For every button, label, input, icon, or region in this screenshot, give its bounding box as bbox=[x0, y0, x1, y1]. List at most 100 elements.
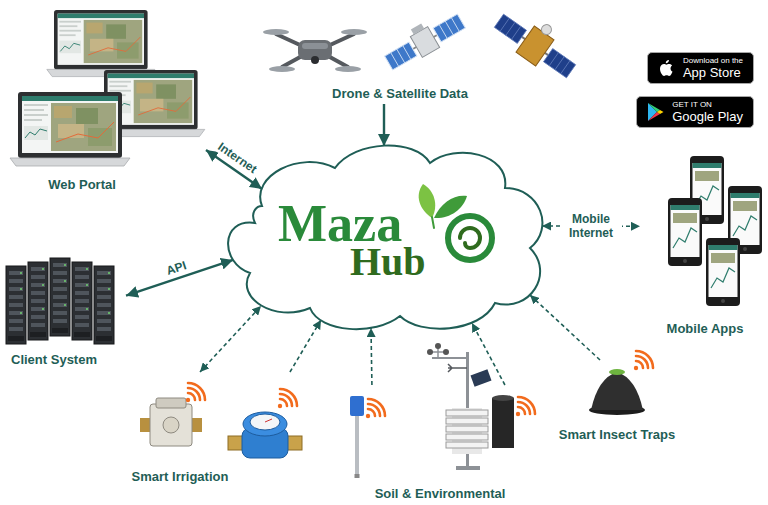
text-slot: Smart Insect Traps bbox=[559, 425, 675, 443]
drone bbox=[263, 29, 367, 72]
text-slot: Soil & Environmental bbox=[375, 484, 506, 502]
text-slot: Drone & Satellite Data bbox=[332, 84, 468, 102]
drone-part bbox=[276, 34, 354, 67]
badge-text: GET IT ON bbox=[672, 100, 743, 109]
hub-cloud: MazaHub bbox=[220, 138, 552, 334]
weather-station bbox=[427, 343, 514, 470]
wireless-symbol bbox=[278, 389, 297, 408]
satellite-part bbox=[549, 53, 558, 66]
satellite-part bbox=[544, 49, 576, 78]
logo-stem bbox=[432, 217, 434, 228]
soil-probe-part bbox=[355, 416, 359, 478]
node-label: Mobile Apps bbox=[667, 321, 744, 336]
satellite-part bbox=[561, 61, 570, 74]
connector bbox=[290, 320, 321, 372]
satellite-part bbox=[445, 21, 453, 35]
store-icon-part bbox=[648, 112, 660, 121]
insect-trap-group: Smart Insect Traps bbox=[552, 360, 685, 445]
drone-part bbox=[341, 29, 367, 35]
weather-station-part bbox=[446, 418, 488, 424]
satellite-part bbox=[540, 23, 554, 37]
drone-part bbox=[311, 56, 319, 64]
satellite-part bbox=[391, 53, 399, 67]
soil-environment-group: Soil & Environmental bbox=[340, 385, 530, 504]
data-source-group: Drone & Satellite Data bbox=[258, 2, 582, 104]
laptop bbox=[47, 10, 155, 77]
satellite bbox=[490, 0, 586, 84]
irrigation-valve-part bbox=[150, 404, 192, 446]
store-icon-part bbox=[660, 64, 672, 76]
satellite-part bbox=[494, 14, 526, 43]
soil-probe-part bbox=[350, 396, 364, 416]
connector-label: API bbox=[163, 258, 190, 279]
satellite-part bbox=[500, 18, 509, 31]
node-label: Drone & Satellite Data bbox=[332, 86, 468, 101]
text-slot: Client System bbox=[11, 350, 97, 368]
connector bbox=[200, 306, 261, 372]
logo-leaf bbox=[419, 184, 436, 218]
cloud-outline bbox=[228, 146, 542, 330]
irrigation-valve bbox=[140, 398, 202, 446]
satellite-part bbox=[397, 49, 405, 63]
store-icon-part bbox=[666, 60, 669, 63]
text-slot: Hub bbox=[350, 242, 426, 282]
laptop bbox=[10, 92, 130, 166]
weather-station-part bbox=[446, 434, 488, 440]
drone-part bbox=[263, 29, 289, 35]
satellite-part bbox=[512, 26, 521, 39]
water-meter-part bbox=[265, 419, 272, 422]
node-label: Web Portal bbox=[48, 177, 116, 192]
irrigation-valve-part bbox=[163, 417, 179, 433]
weather-station-part bbox=[492, 395, 514, 401]
soil-probe bbox=[350, 396, 364, 478]
store-icon bbox=[643, 100, 667, 124]
laptops bbox=[10, 10, 205, 166]
satellite-part bbox=[433, 14, 465, 42]
connector-label: Mobile Internet bbox=[560, 212, 622, 240]
app-store-badge: Download on theApp Store bbox=[647, 52, 754, 84]
satellite bbox=[380, 5, 468, 73]
server-rack bbox=[28, 262, 48, 340]
irrigation-group: Smart Irrigation bbox=[120, 372, 308, 487]
store-icon bbox=[654, 56, 678, 80]
insect-trap-part bbox=[591, 372, 643, 410]
mobile-apps-group: Mobile Apps bbox=[640, 150, 766, 339]
google-play-badge: GET IT ONGoogle Play bbox=[636, 96, 754, 128]
server-racks bbox=[6, 258, 114, 344]
satellite-part bbox=[439, 25, 447, 39]
weather-station-part bbox=[446, 410, 488, 416]
logo-text: Hub bbox=[350, 242, 426, 282]
weather-station-part bbox=[492, 398, 514, 448]
connector-label-slot: Internet bbox=[213, 136, 263, 178]
satellite-part bbox=[506, 22, 515, 35]
weather-station-part bbox=[470, 369, 491, 386]
phone bbox=[668, 198, 702, 266]
badge-text: Google Play bbox=[672, 109, 743, 124]
server-rack bbox=[50, 258, 70, 336]
insect-trap-part bbox=[609, 369, 625, 375]
wireless-symbol bbox=[186, 383, 205, 402]
store-icon-part bbox=[657, 110, 664, 114]
connector bbox=[383, 104, 385, 146]
wireless-symbol bbox=[366, 399, 385, 418]
wireless-symbols bbox=[186, 351, 653, 418]
badge-text-column: GET IT ONGoogle Play bbox=[672, 100, 743, 124]
node-label: Client System bbox=[11, 352, 97, 367]
node-label: Smart Irrigation bbox=[132, 469, 229, 484]
satellite-part bbox=[403, 46, 411, 60]
drone-part bbox=[302, 43, 328, 49]
wireless-symbol bbox=[634, 351, 653, 370]
badge-text: App Store bbox=[683, 65, 743, 80]
phone bbox=[706, 238, 740, 306]
connector bbox=[530, 295, 600, 360]
web-portal-group: Web Portal bbox=[6, 6, 206, 196]
node-label: Smart Insect Traps bbox=[559, 427, 675, 442]
text-slot: Mobile Apps bbox=[667, 319, 744, 337]
phones bbox=[668, 156, 762, 306]
water-meter-part bbox=[250, 414, 280, 430]
badge-text: Download on the bbox=[683, 56, 743, 65]
connector bbox=[472, 323, 505, 385]
